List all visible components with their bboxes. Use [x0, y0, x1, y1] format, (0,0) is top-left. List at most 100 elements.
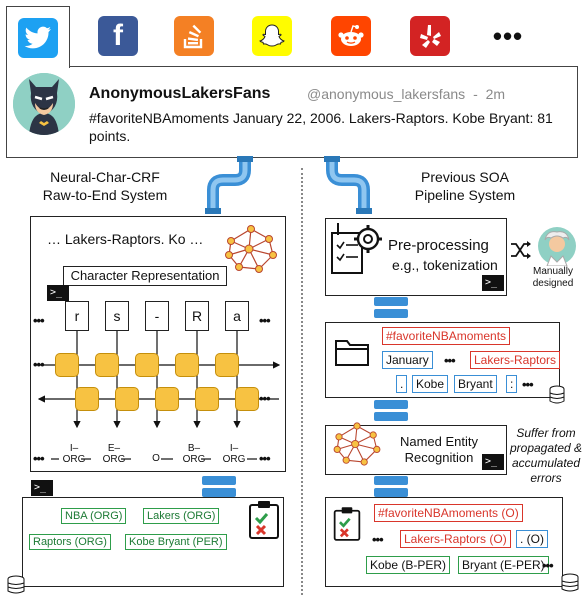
shuffle-icon: [511, 241, 531, 259]
char-box: -: [145, 301, 169, 331]
more-label: •••: [492, 21, 524, 51]
crf-tag: I– ORG: [62, 443, 86, 465]
tweet-handle[interactable]: @anonymous_lakersfans: [307, 86, 466, 102]
backward-lstm-cell: [155, 387, 179, 411]
token-blue: :: [506, 375, 518, 393]
left-output-box: NBA (ORG) Lakers (ORG) Raptors (ORG) Kob…: [22, 497, 284, 587]
char-box: R: [185, 301, 209, 331]
backward-lstm-ellipsis: •••: [259, 391, 271, 406]
token-blue: January: [382, 351, 433, 369]
forward-lstm-cell: [175, 353, 199, 377]
output-token-red: #favoriteNBAmoments (O): [374, 504, 523, 522]
tweet-handle-line: @anonymous_lakersfans - 2m: [307, 86, 505, 102]
entity-tag: NBA (ORG): [61, 508, 127, 524]
backward-lstm-cell: [235, 387, 259, 411]
forward-lstm-cell: [135, 353, 159, 377]
tab-more[interactable]: •••: [476, 6, 540, 66]
folder-icon: [335, 340, 369, 366]
scientist-avatar: [538, 227, 576, 266]
token-blue: Kobe: [412, 375, 449, 393]
ner-neural-network-icon: [333, 422, 381, 466]
tab-facebook[interactable]: f: [86, 6, 150, 66]
entity-tag: Kobe Bryant (PER): [125, 534, 227, 550]
ner-label: Named Entity Recognition: [394, 434, 484, 466]
left-system-title: Neural-Char-CRF Raw-to-End System: [20, 168, 190, 204]
output-token-red: Lakers-Raptors (O): [400, 530, 511, 548]
tab-snapchat[interactable]: [240, 6, 304, 66]
suffer-errors-note: Suffer from propagated & accumulated err…: [508, 426, 584, 486]
preprocess-terminal-icon: >_: [482, 275, 504, 291]
tab-yelp[interactable]: [398, 6, 462, 66]
tokens-ellipsis: •••: [444, 353, 456, 368]
crf-chain: [51, 458, 257, 460]
tokens-end-ellipsis: •••: [522, 377, 534, 392]
snapchat-icon: [252, 16, 292, 56]
left-pipe-icon: [205, 156, 253, 214]
ner-line1: Named Entity: [399, 434, 479, 449]
right-title-line2: Pipeline System: [414, 187, 516, 203]
entity-tag: Lakers (ORG): [143, 508, 220, 524]
bilstm-connections: [37, 331, 281, 429]
left-top-terminal-icon: >_: [47, 285, 69, 301]
tweet-username[interactable]: AnonymousLakersFans: [89, 85, 271, 102]
tab-reddit[interactable]: [319, 6, 383, 66]
forward-lstm-cell: [55, 353, 79, 377]
connector-ner-to-output: [374, 476, 408, 497]
tweet-time: 2m: [485, 86, 506, 102]
char-box: r: [65, 301, 89, 331]
tab-stackoverflow[interactable]: [162, 6, 226, 66]
left-title-line2: Raw-to-End System: [42, 187, 168, 203]
suffer-line2: propagated &: [509, 441, 583, 455]
tokens-database-icon: [549, 385, 565, 404]
forward-lstm-ellipsis: •••: [33, 357, 45, 372]
left-title-line1: Neural-Char-CRF: [50, 169, 160, 185]
backward-lstm-cell: [75, 387, 99, 411]
crf-tag: O: [152, 453, 160, 464]
output-token-green: Kobe (B-PER): [366, 556, 451, 574]
char-box: a: [225, 301, 249, 331]
tweet-text: #favoriteNBAmoments January 22, 2006. La…: [89, 110, 553, 144]
token-red: Lakers-Raptors: [470, 351, 561, 369]
manual-line2: designed: [532, 278, 574, 289]
char-representation-box: Character Representation: [63, 266, 227, 286]
backward-lstm-cell: [115, 387, 139, 411]
right-database-icon: [561, 573, 579, 592]
backward-lstm-cell: [195, 387, 219, 411]
right-pipe-icon: [324, 156, 372, 214]
left-output-connector: [202, 476, 236, 497]
clipboard-check-icon: [249, 501, 279, 539]
manually-designed-label: Manually designed: [525, 266, 581, 290]
suffer-line3: accumulated: [511, 456, 581, 470]
tweet-card: AnonymousLakersFans @anonymous_lakersfan…: [6, 66, 578, 158]
left-bottom-terminal-icon: >_: [31, 480, 53, 496]
stackoverflow-icon: [174, 16, 214, 56]
right-title-line1: Previous SOA: [421, 169, 509, 185]
tag-row-left-ellipsis: •••: [33, 451, 45, 466]
forward-lstm-cell: [95, 353, 119, 377]
connector-prep-to-tokens: [374, 297, 408, 318]
char-row-right-ellipsis: •••: [259, 313, 271, 328]
output-token-green: Bryant (E-PER): [458, 556, 549, 574]
tab-twitter[interactable]: [6, 6, 70, 68]
connector-tokens-to-ner: [374, 400, 408, 421]
char-row-left-ellipsis: •••: [33, 313, 45, 328]
token-red: #favoriteNBAmoments: [382, 327, 511, 345]
preprocessing-box: Pre-processing e.g., tokenization >_: [325, 218, 507, 296]
right-output-box: #favoriteNBAmoments (O) ••• Lakers-Rapto…: [325, 497, 563, 587]
output-end-ellipsis: •••: [542, 558, 554, 573]
right-system-title: Previous SOA Pipeline System: [390, 168, 540, 204]
neural-char-crf-box: … Lakers-Raptors. Ko … Character Represe…: [30, 216, 286, 472]
forward-lstm-cell: [215, 353, 239, 377]
crf-tag: I– ORG: [222, 443, 246, 465]
document-gear-icon: [331, 223, 382, 274]
crf-tag: B– ORG: [182, 443, 206, 465]
ner-line2: Recognition: [404, 450, 474, 465]
right-clipboard-check-icon: [333, 507, 361, 541]
crf-tag: E– ORG: [102, 443, 126, 465]
batman-avatar: [13, 73, 75, 135]
yelp-icon: [410, 16, 450, 56]
suffer-line4: errors: [530, 471, 562, 485]
social-tab-bar: f •••: [6, 6, 578, 68]
left-database-icon: [7, 575, 25, 594]
tag-row-right-ellipsis: •••: [259, 451, 271, 466]
